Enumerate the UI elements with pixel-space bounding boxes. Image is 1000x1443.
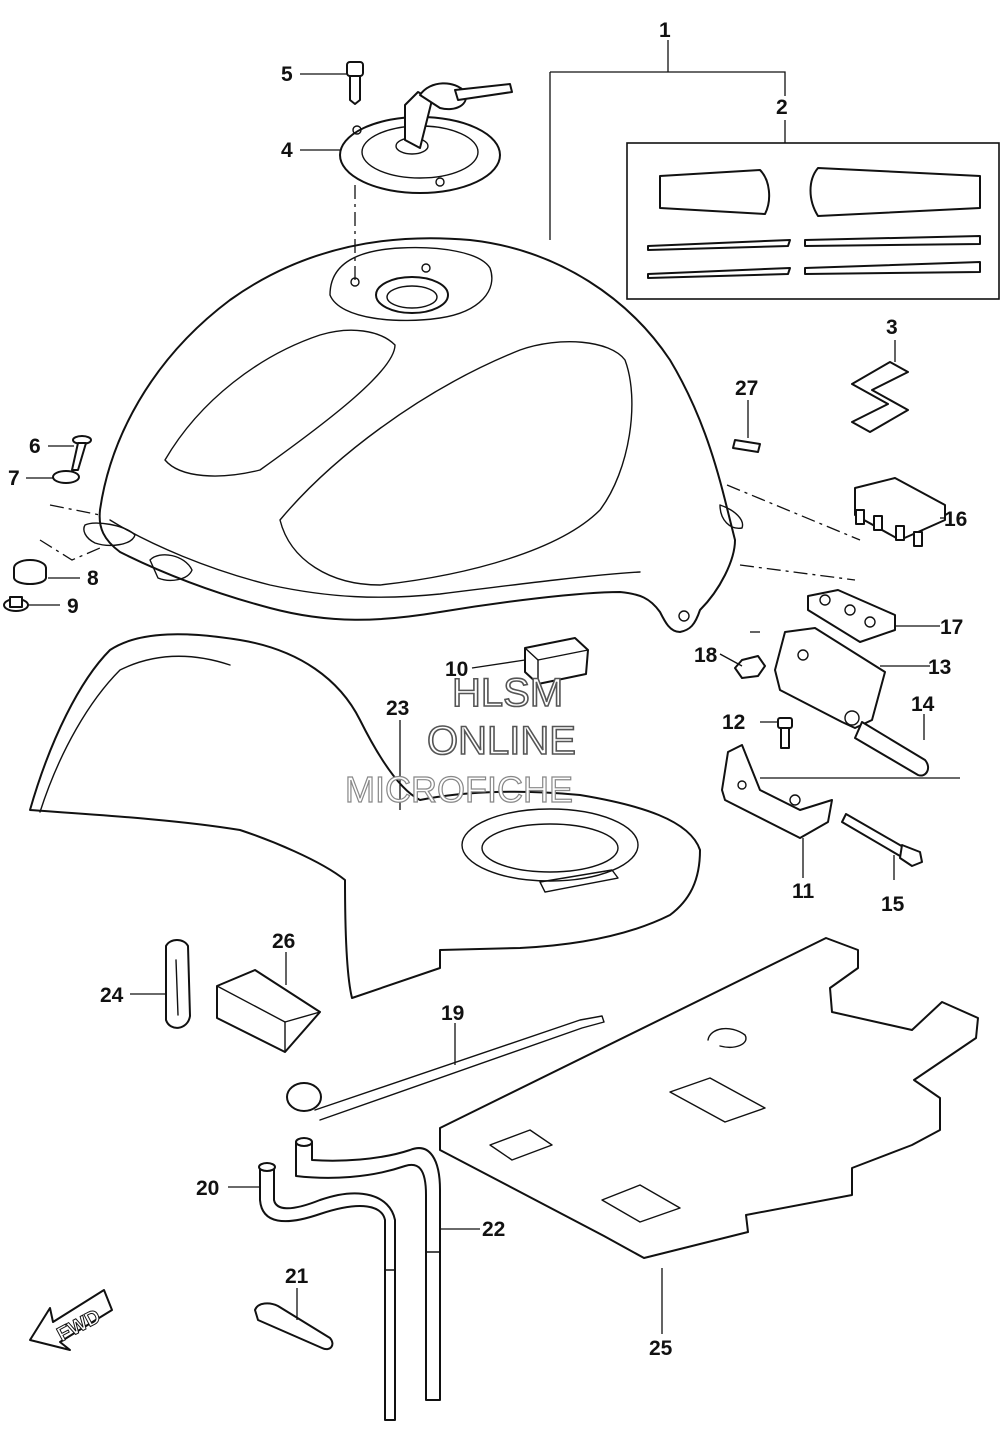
callout-5: 5 bbox=[281, 63, 293, 86]
callout-16: 16 bbox=[944, 508, 967, 531]
rubber-pad bbox=[732, 439, 761, 453]
callout-12: 12 bbox=[722, 711, 745, 734]
tank-stripe-set bbox=[626, 142, 1000, 300]
callout-7: 7 bbox=[8, 467, 20, 490]
fuel-cap-assembly bbox=[339, 82, 513, 282]
tank-mount-cushion bbox=[739, 564, 896, 643]
bracket-bolt-small bbox=[777, 717, 793, 749]
foam-cushion bbox=[216, 969, 321, 1053]
bracket-nut bbox=[734, 655, 766, 679]
callout-13: 13 bbox=[928, 656, 951, 679]
callout-2: 2 bbox=[776, 96, 788, 119]
tank-grommet bbox=[13, 559, 47, 585]
callout-17: 17 bbox=[940, 616, 963, 639]
tank-collar bbox=[3, 596, 29, 612]
callout-18: 18 bbox=[694, 644, 718, 667]
tank-bracket bbox=[774, 627, 886, 729]
rubber-cushion-block bbox=[524, 637, 589, 685]
callout-4: 4 bbox=[281, 139, 293, 162]
callout-27: 27 bbox=[735, 377, 758, 400]
callout-20: 20 bbox=[196, 1177, 219, 1200]
pivot-pipe bbox=[854, 721, 929, 777]
callout-14: 14 bbox=[911, 693, 935, 716]
callout-6: 6 bbox=[29, 435, 41, 458]
callout-15: 15 bbox=[881, 893, 905, 916]
forward-direction-indicator: FWD bbox=[29, 1289, 113, 1351]
cap-bolt bbox=[346, 61, 364, 105]
callout-11: 11 bbox=[792, 880, 815, 903]
tank-washer bbox=[52, 470, 80, 484]
callout-22: 22 bbox=[482, 1218, 505, 1241]
suzuki-emblem bbox=[851, 361, 909, 433]
hose-clamp-band bbox=[165, 939, 191, 1029]
callout-1: 1 bbox=[659, 19, 671, 42]
tank-bolt bbox=[71, 435, 92, 471]
callout-3: 3 bbox=[886, 316, 898, 339]
breather-hose bbox=[295, 1137, 441, 1401]
callout-19: 19 bbox=[441, 1002, 464, 1025]
watermark-line-3: MICROFICHE bbox=[345, 769, 573, 810]
callout-labels: 1 2 3 4 5 6 7 8 9 10 11 12 13 14 15 16 1… bbox=[8, 19, 967, 1360]
tank-tray-plate bbox=[439, 937, 979, 1259]
callout-9: 9 bbox=[67, 595, 79, 618]
callout-8: 8 bbox=[87, 567, 99, 590]
long-bolt bbox=[841, 813, 923, 867]
callout-leaders bbox=[26, 40, 960, 1334]
watermark-line-1: HLSM bbox=[452, 671, 563, 715]
watermark-line-2: ONLINE bbox=[427, 719, 576, 763]
callout-23: 23 bbox=[386, 697, 409, 720]
callout-24: 24 bbox=[100, 984, 124, 1007]
callout-10: 10 bbox=[445, 658, 468, 681]
watermark: HLSM ONLINE MICROFICHE bbox=[344, 670, 576, 810]
drain-hose bbox=[258, 1162, 396, 1421]
callout-21: 21 bbox=[285, 1265, 309, 1288]
prop-rod bbox=[286, 1015, 605, 1121]
hose-clip bbox=[254, 1302, 334, 1351]
lower-bracket bbox=[721, 744, 833, 839]
lower-fuel-tank-cover bbox=[29, 633, 701, 999]
tank-rear-cushion bbox=[726, 477, 946, 547]
callout-25: 25 bbox=[649, 1337, 673, 1360]
callout-26: 26 bbox=[272, 930, 295, 953]
fuel-tank bbox=[83, 237, 744, 633]
